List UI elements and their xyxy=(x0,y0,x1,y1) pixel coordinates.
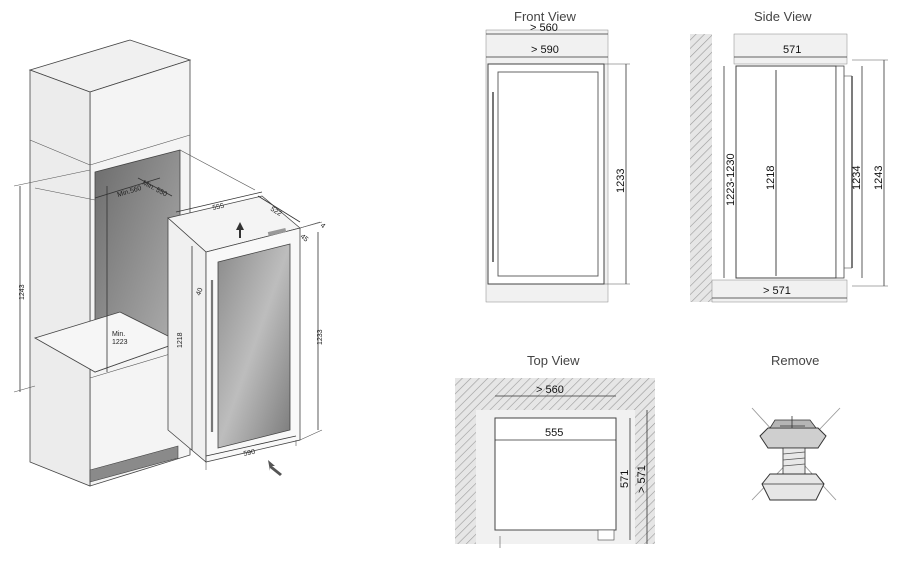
isometric-view: 1243 Min. 1223 Min.560 Min. 550 555 522 … xyxy=(13,39,327,487)
top-555-label: 555 xyxy=(545,427,563,439)
side-1243-label: 1243 xyxy=(873,166,885,190)
side-gt571-label: > 571 xyxy=(763,285,791,297)
iso-40-label: 40 xyxy=(195,287,204,297)
insert-arrow-icon xyxy=(268,460,282,476)
top-hinge xyxy=(597,529,615,541)
iso-555-label: 555 xyxy=(212,203,225,212)
adjustable-foot-base-icon xyxy=(761,473,825,501)
cooler-control xyxy=(267,228,287,236)
cooler-side xyxy=(167,217,207,463)
iso-4-label: 4 xyxy=(319,222,327,230)
front-gt560-label: > 560 xyxy=(530,22,558,34)
iso-590-label: 590 xyxy=(243,449,256,458)
front-view: Front View > 560 > 590 1233 xyxy=(485,9,630,303)
side-top-strip xyxy=(733,33,848,65)
top-571-label: 571 xyxy=(619,470,631,488)
top-gt571-label: > 571 xyxy=(636,465,648,493)
adjustable-foot-thread-icon xyxy=(782,447,806,475)
side-1218-label: 1218 xyxy=(765,166,777,190)
front-view-title: Front View xyxy=(514,9,577,24)
iso-1243-label: 1243 xyxy=(19,284,26,300)
adjustable-foot-top-icon xyxy=(759,427,827,449)
front-1233-label: 1233 xyxy=(615,169,627,193)
front-gt590-label: > 590 xyxy=(531,44,559,56)
side-view-title: Side View xyxy=(754,9,812,24)
side-wall-hatch xyxy=(690,34,712,302)
top-view-title: Top View xyxy=(527,353,580,368)
cooler-glass xyxy=(217,243,291,449)
iso-45-label: 45 xyxy=(299,233,310,243)
iso-min-label: Min. xyxy=(112,331,125,338)
side-floor-strip xyxy=(711,279,848,303)
remove-title: Remove xyxy=(771,353,819,368)
top-view: Top View > 560 555 571 > 571 xyxy=(455,353,655,548)
cabinet-side xyxy=(29,69,91,487)
iso-min-1223-label: 1223 xyxy=(112,339,128,346)
iso-1233-label: 1233 xyxy=(317,329,324,345)
side-1223-1230-label: 1223-1230 xyxy=(725,153,737,206)
up-arrow-icon xyxy=(236,222,244,238)
side-1234-label: 1234 xyxy=(851,166,863,190)
top-gt560-label: > 560 xyxy=(536,384,564,396)
front-door-glass xyxy=(497,71,599,277)
plinth xyxy=(89,445,179,483)
top-appliance xyxy=(494,417,617,531)
side-appliance xyxy=(735,65,837,279)
side-view: Side View 571 > 571 1223-1230 1218 1234 … xyxy=(690,9,888,303)
remove-view: Remove xyxy=(751,353,841,501)
side-571-label: 571 xyxy=(783,44,801,56)
side-door xyxy=(835,65,845,279)
iso-1218-label: 1218 xyxy=(177,332,184,348)
